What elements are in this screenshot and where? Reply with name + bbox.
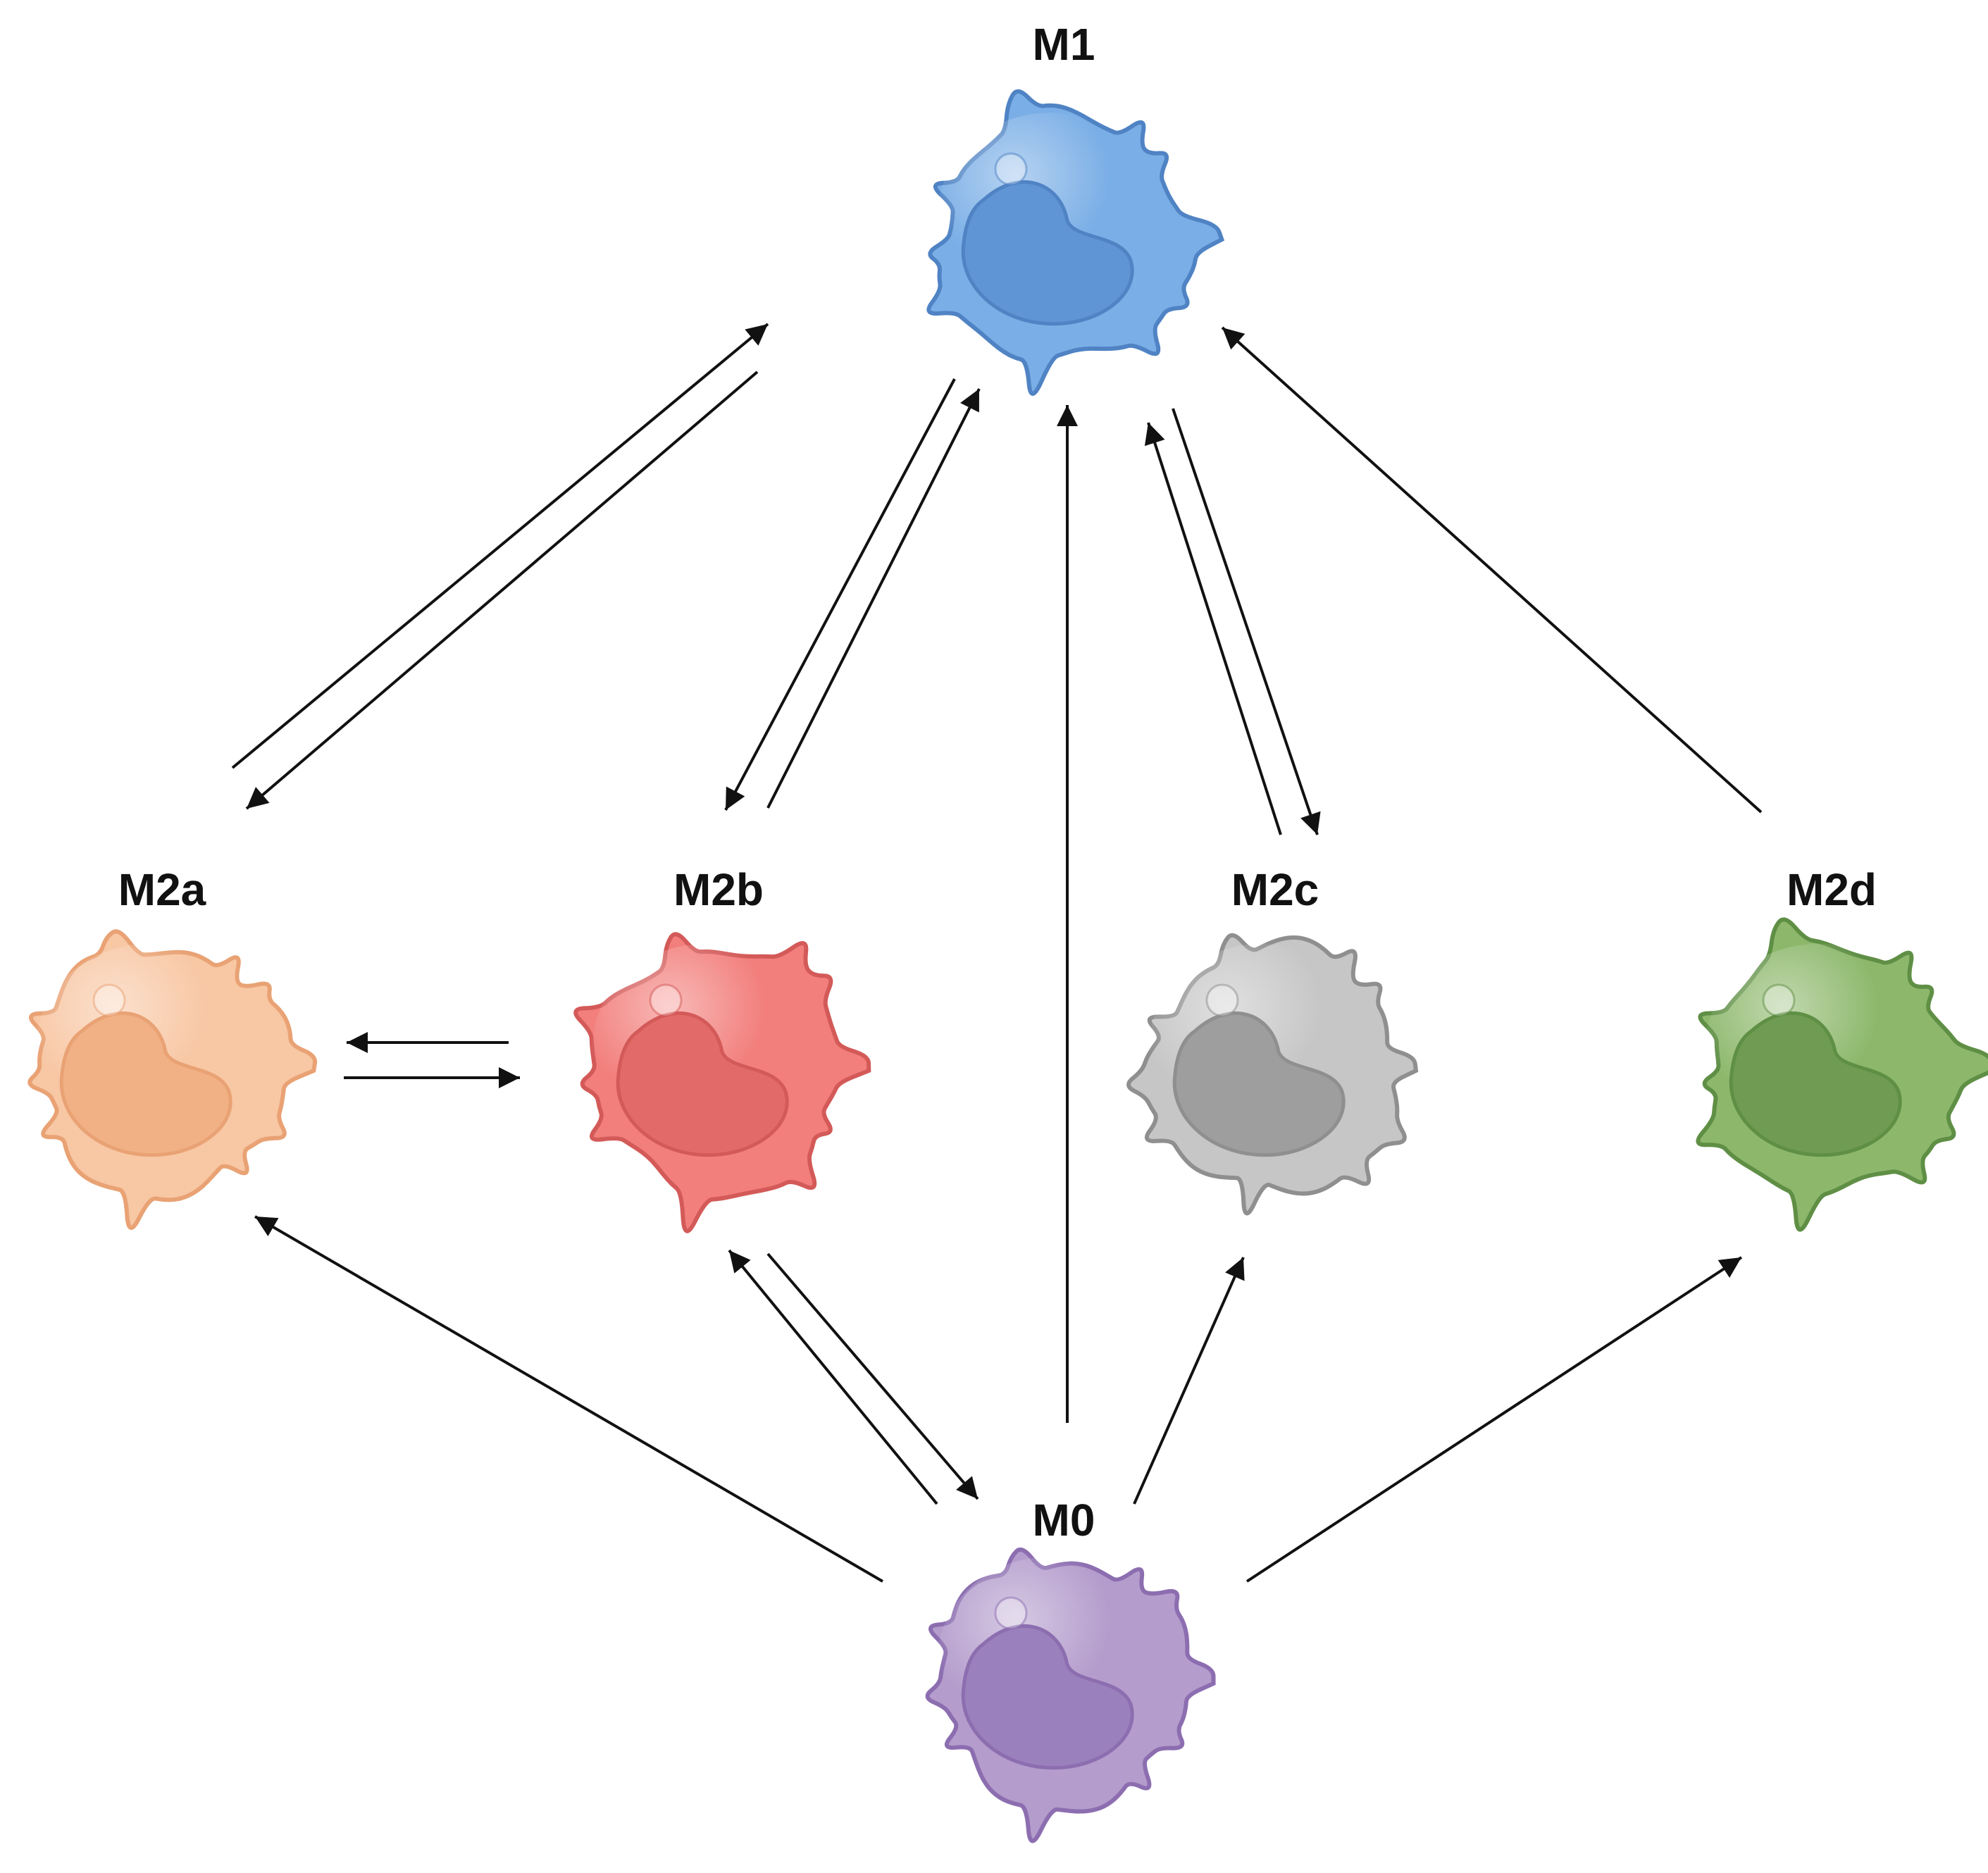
cell-m2c-vesicle [1205,983,1239,1017]
node-m2b: M2b [573,864,871,1233]
cell-m2a-nucleus [59,1011,232,1157]
node-m0: M0 [925,1495,1216,1843]
label-m2c: M2c [1231,864,1319,915]
label-m2a: M2a [118,864,206,915]
arrow-m0-to-m2c [1133,1257,1245,1505]
node-m2d: M2d [1696,864,1988,1232]
arrow-m2b-to-m1 [766,388,981,809]
cell-m1-nucleus [961,180,1134,326]
arrow-m2c-to-m1 [1144,422,1282,835]
node-m1: M1 [926,19,1225,396]
cell-m0-nucleus [961,1624,1134,1770]
arrow-m1-to-m2b [724,378,956,811]
arrow-m1-to-m2a [245,371,759,810]
arrow-m0-to-m2d [1245,1256,1743,1583]
arrow-m0-to-m2a [254,1215,884,1583]
label-m0: M0 [1033,1495,1095,1545]
node-m2c: M2c [1126,864,1419,1216]
node-m2a: M2a [27,864,318,1230]
label-m2b: M2b [673,864,764,915]
arrow-m2d-to-m1 [1221,326,1763,814]
arrow-m1-to-m2c [1172,408,1321,835]
arrow-m2a-to-m1 [231,323,769,769]
arrow-m2b-to-m0 [766,1252,979,1500]
label-m2d: M2d [1787,864,1877,915]
cell-m1-vesicle [994,152,1028,186]
label-m1: M1 [1033,19,1095,70]
cell-m0-vesicle [994,1596,1028,1630]
cell-m2b-nucleus [616,1011,789,1157]
cell-m2d-nucleus [1729,1011,1902,1157]
edges-layer [231,323,1763,1583]
cell-m2b-vesicle [649,983,683,1017]
cell-m2c-nucleus [1172,1011,1346,1157]
cell-m2a-vesicle [92,983,126,1017]
arrow-m0-to-m2b [728,1249,938,1505]
cell-m2d-vesicle [1762,983,1796,1017]
